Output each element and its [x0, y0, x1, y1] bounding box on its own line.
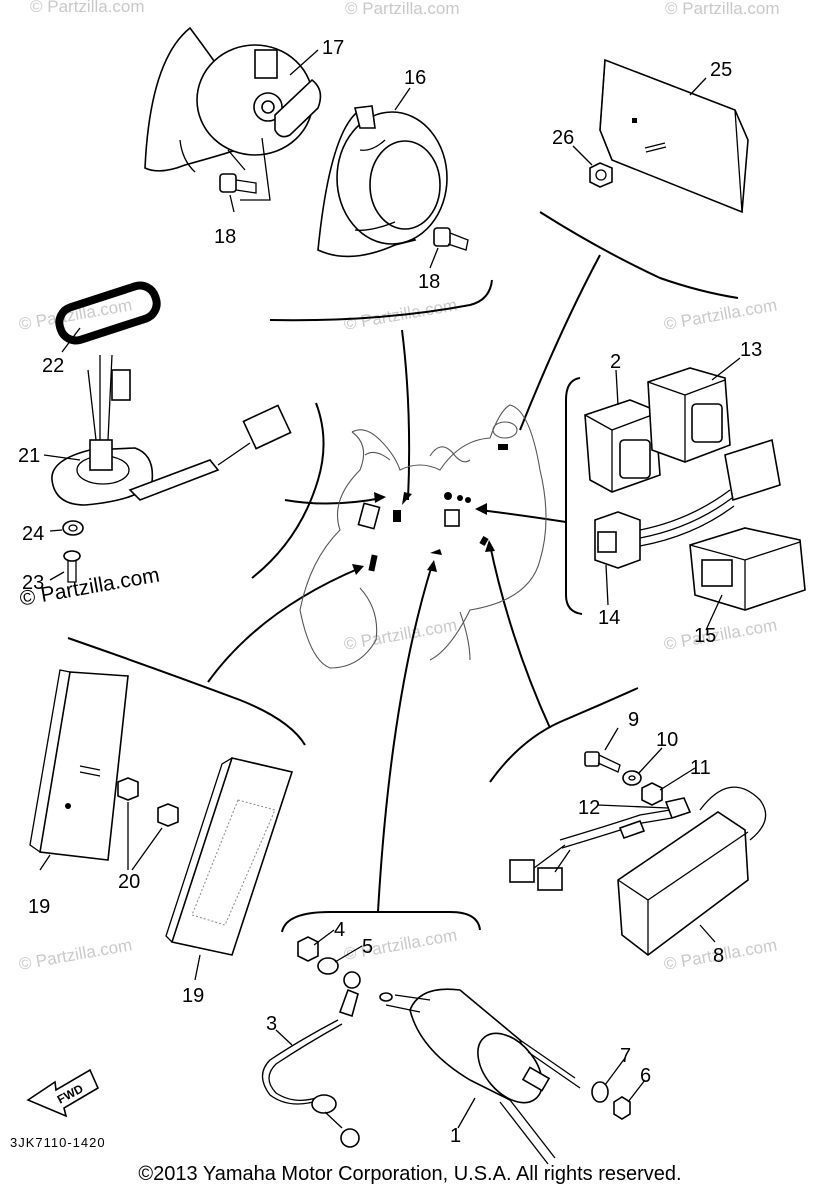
wire-harness-12: [509, 797, 692, 891]
leader-starter: [377, 564, 433, 913]
leader-relays: [479, 509, 567, 523]
leader-fuel-sender: [284, 497, 383, 505]
bolt-18b: [433, 227, 469, 251]
connector-14: [594, 438, 781, 569]
callout-labels: 1 2 3 4 5 6 7 8 9 10 11 12 13 14 15 16 1…: [18, 37, 762, 1147]
callout-18b: 18: [418, 271, 440, 293]
nut-6: [613, 1096, 631, 1120]
washer-5: [317, 957, 339, 975]
callout-21: 21: [18, 445, 40, 467]
watermark-text: © Partzilla.com: [665, 0, 780, 18]
horn-17: [144, 26, 322, 201]
leader-rear-reflector: [519, 254, 601, 431]
bolt-18a: [219, 173, 257, 194]
group-brackets: [67, 211, 739, 933]
callout-10: 10: [656, 729, 678, 751]
callout-8: 8: [713, 945, 724, 967]
relay-13: [647, 367, 731, 463]
leader-rectifier: [489, 544, 551, 729]
horn-16: [317, 105, 448, 258]
reflector-19b: [165, 757, 294, 956]
watermark-text: © Partzilla.com: [662, 615, 778, 654]
fuel-sender-21: [51, 354, 292, 506]
copyright-notice: ©2013 Yamaha Motor Corporation, U.S.A. A…: [138, 1163, 682, 1185]
nut-4: [297, 936, 319, 962]
rectifier-8: [617, 786, 767, 957]
watermark-text: © Partzilla.com: [345, 0, 460, 18]
screw-23: [63, 550, 81, 583]
relay-2: [584, 399, 661, 493]
motorcycle-silhouette: [299, 404, 547, 669]
bracket-side-reflectors: [67, 637, 306, 746]
reflector-25: [599, 58, 749, 214]
callout-26: 26: [552, 127, 574, 149]
callout-leaders: [39, 49, 741, 1129]
nut-11: [641, 782, 663, 806]
callout-23: 23: [22, 572, 44, 594]
leader-horns: [401, 329, 411, 501]
bracket-reflector-rear: [539, 211, 739, 299]
watermark-text: © Partzilla.com: [17, 935, 133, 974]
callout-19b: 19: [182, 985, 204, 1007]
diagram-code: 3JK7110-1420: [10, 1135, 106, 1150]
watermark-text: © Partzilla.com: [30, 0, 145, 16]
callout-13: 13: [740, 339, 762, 361]
callout-24: 24: [22, 523, 44, 545]
callout-11: 11: [690, 757, 711, 779]
gasket-22: [55, 281, 161, 345]
callout-2: 2: [610, 351, 621, 373]
bolt-9: [584, 751, 621, 773]
callout-25: 25: [710, 59, 732, 81]
callout-9: 9: [628, 709, 639, 731]
leader-lines: [207, 254, 601, 913]
callout-17: 17: [322, 37, 344, 59]
connector-15: [689, 527, 806, 611]
watermark-text: © Partzilla.com: [662, 295, 778, 334]
watermark-text: © Partzilla.com: [342, 925, 458, 964]
callout-7: 7: [620, 1045, 631, 1067]
callout-3: 3: [266, 1013, 277, 1035]
callout-22: 22: [42, 355, 64, 377]
fwd-arrow-icon: FWD: [26, 1068, 100, 1118]
callout-16: 16: [404, 67, 426, 89]
reflector-19a: [29, 669, 129, 861]
watermark-text: © Partzilla.com: [342, 615, 458, 654]
callout-19a: 19: [28, 896, 50, 918]
nut-20: [117, 777, 179, 827]
callout-15: 15: [694, 625, 716, 647]
leader-side-reflectors: [207, 567, 361, 683]
washer-7: [591, 1081, 609, 1103]
starter-relay-1: [379, 988, 581, 1165]
bracket-fuel-sender: [251, 402, 325, 579]
callout-12: 12: [578, 797, 600, 819]
callout-14: 14: [598, 607, 620, 629]
callout-18a: 18: [214, 226, 236, 248]
bracket-starter: [281, 911, 481, 933]
callout-4: 4: [334, 919, 345, 941]
callout-5: 5: [362, 936, 373, 958]
callout-6: 6: [640, 1065, 651, 1087]
bracket-relays: [565, 377, 583, 615]
washer-10: [622, 770, 642, 786]
bracket-rectifier: [489, 687, 639, 783]
washer-24: [62, 520, 84, 536]
nut-26: [589, 162, 613, 188]
callout-20: 20: [118, 871, 140, 893]
starter-cable-3: [261, 971, 361, 1148]
bracket-horns: [269, 279, 493, 322]
callout-1: 1: [450, 1125, 461, 1147]
